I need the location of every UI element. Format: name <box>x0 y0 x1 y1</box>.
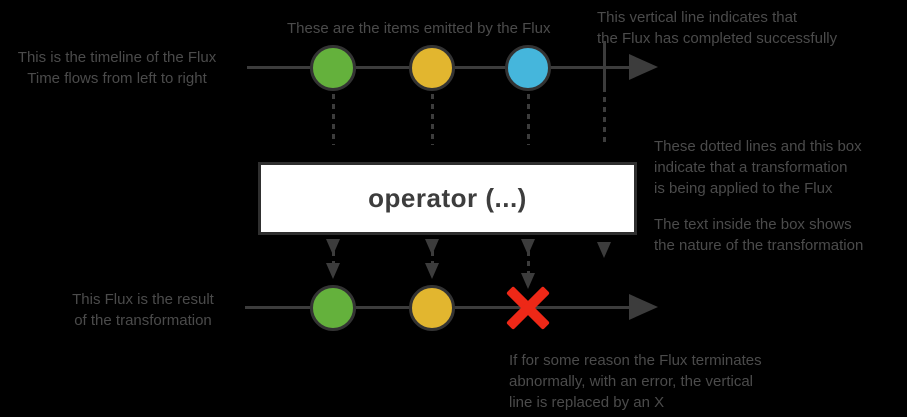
source-marble-yellow <box>409 45 455 91</box>
source-timeline-arrowhead-icon <box>629 54 658 80</box>
down-arrowhead-icon <box>521 273 535 289</box>
down-arrowhead-icon <box>425 263 439 279</box>
source-marble-green <box>310 45 356 91</box>
dashed-line <box>526 94 530 145</box>
transform-note: These dotted lines and this box indicate… <box>654 138 862 197</box>
dashed-line <box>331 94 335 145</box>
operator-box: operator (...) <box>258 162 637 235</box>
result-marble-yellow <box>409 285 455 331</box>
result-timeline-arrowhead-icon <box>629 294 658 320</box>
down-arrowhead-icon <box>597 242 611 258</box>
dashed-line <box>526 241 530 273</box>
down-arrowhead-icon <box>326 263 340 279</box>
items-note: These are the items emitted by the Flux <box>287 20 551 37</box>
source-marble-blue <box>505 45 551 91</box>
error-note: If for some reason the Flux terminates a… <box>509 352 762 411</box>
dashed-line <box>602 97 606 145</box>
result-marble-green <box>310 285 356 331</box>
dashed-line <box>331 241 335 263</box>
complete-marker-line <box>603 41 606 92</box>
timeline-note: This is the timeline of the Flux Time fl… <box>17 49 217 87</box>
box-text-note: The text inside the box shows the nature… <box>654 216 864 254</box>
complete-note: This vertical line indicates that the Fl… <box>597 9 838 47</box>
dashed-line <box>430 94 434 145</box>
error-x-icon <box>502 282 554 334</box>
dashed-line <box>430 241 434 263</box>
operator-label: operator (...) <box>368 183 527 213</box>
result-note: This Flux is the result of the transform… <box>72 291 214 329</box>
